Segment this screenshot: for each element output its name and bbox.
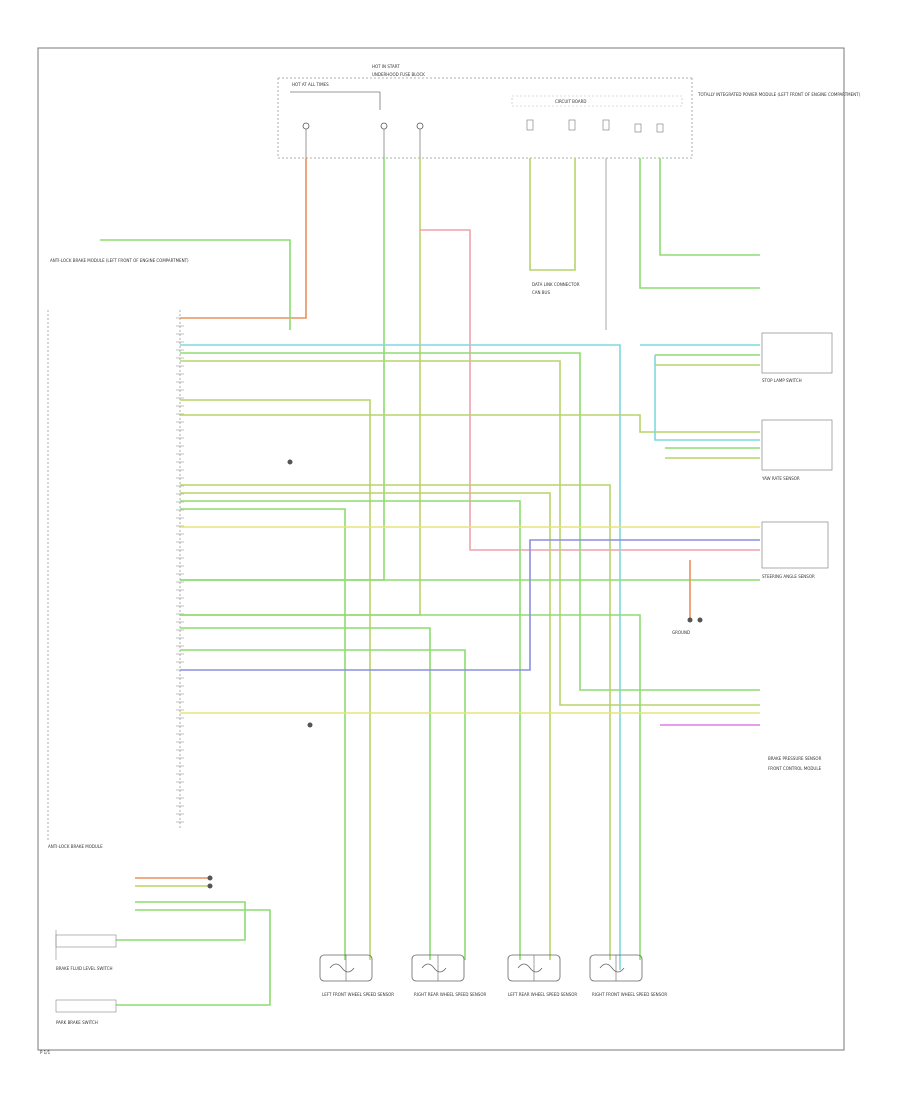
board-pin-3 bbox=[602, 119, 610, 131]
power-module: HOT AT ALL TIMES HOT IN START UNDERHOOD … bbox=[277, 64, 861, 159]
park-brake-switch-label: PARK BRAKE SWITCH bbox=[56, 1020, 98, 1025]
data-link-label: DATA LINK CONNECTOR bbox=[532, 282, 580, 287]
abs-module-bottom-label: ANTI-LOCK BRAKE MODULE bbox=[48, 844, 103, 849]
wheel-speed-sensor-icon bbox=[319, 954, 373, 982]
wheel-sensor-lr: LEFT REAR WHEEL SPEED SENSOR bbox=[507, 954, 577, 997]
lf-wss-label: LEFT FRONT WHEEL SPEED SENSOR bbox=[322, 992, 394, 997]
wire-board-5 bbox=[659, 158, 760, 256]
brake-fluid-level-label: BRAKE FLUID LEVEL SWITCH bbox=[56, 966, 113, 971]
rr-wss-label: RIGHT REAR WHEEL SPEED SENSOR bbox=[414, 992, 486, 997]
abs-module-label: ANTI-LOCK BRAKE MODULE (LEFT FRONT OF EN… bbox=[50, 258, 189, 263]
wire-stop-lamp-3 bbox=[180, 360, 760, 706]
wheel-speed-sensor-icon bbox=[507, 954, 561, 982]
board-pin-2 bbox=[568, 119, 576, 131]
yaw-sensor-box: YAW RATE SENSOR bbox=[761, 419, 833, 481]
wheel-sensor-lf: LEFT FRONT WHEEL SPEED SENSOR bbox=[319, 954, 394, 997]
ground-symbol: GROUND bbox=[672, 617, 693, 635]
wire-can-loop bbox=[529, 158, 576, 271]
wire-pink-steering bbox=[420, 229, 760, 551]
ground-label: GROUND bbox=[672, 630, 690, 635]
wheel-sensor-rf: RIGHT FRONT WHEEL SPEED SENSOR bbox=[589, 954, 667, 997]
ipm-label: TOTALLY INTEGRATED POWER MODULE (LEFT FR… bbox=[697, 92, 861, 97]
wire-lf-low bbox=[180, 508, 346, 960]
wire-lr-low bbox=[180, 500, 521, 960]
wire-lr-high bbox=[180, 492, 551, 960]
ground-icon bbox=[687, 617, 693, 623]
board-pin-5 bbox=[656, 123, 664, 133]
steering-angle-sensor-box: STEERING ANGLE SENSOR bbox=[761, 521, 829, 579]
footer-code: P 1/1 bbox=[40, 1050, 51, 1055]
wheel-speed-sensor-icon bbox=[589, 954, 643, 982]
connector-dot-icon bbox=[207, 875, 213, 881]
wire-rr-low bbox=[180, 649, 466, 960]
wire-yaw-2 bbox=[654, 355, 760, 441]
fuse-1 bbox=[302, 122, 310, 158]
wire-board-4 bbox=[639, 158, 760, 289]
brake-pressure-label: BRAKE PRESSURE SENSOR bbox=[768, 756, 822, 761]
fuse-2 bbox=[380, 122, 388, 158]
brake-pressure-label-group: BRAKE PRESSURE SENSOR FRONT CONTROL MODU… bbox=[768, 756, 822, 771]
circuit-board-label: CIRCUIT BOARD bbox=[555, 99, 587, 104]
abs-module-box: ANTI-LOCK BRAKE MODULE (LEFT FRONT OF EN… bbox=[47, 258, 189, 849]
board-pin-1 bbox=[526, 119, 534, 131]
wire-b-plus bbox=[180, 158, 307, 319]
stop-lamp-switch-label: STOP LAMP SWITCH bbox=[762, 378, 802, 383]
wire-pb-3 bbox=[116, 901, 246, 941]
yaw-sensor-label: YAW RATE SENSOR bbox=[761, 476, 800, 481]
park-brake-area: PARK BRAKE SWITCH BRAKE FLUID LEVEL SWIT… bbox=[55, 930, 117, 1025]
wires bbox=[100, 158, 760, 1006]
wire-can-c-minus bbox=[180, 539, 760, 671]
connector-dot-icon bbox=[287, 459, 293, 465]
wire-fuse2 bbox=[180, 158, 385, 581]
rf-wss-label: RIGHT FRONT WHEEL SPEED SENSOR bbox=[592, 992, 667, 997]
wheel-speed-sensor-icon bbox=[411, 954, 465, 982]
board-pin-4 bbox=[634, 123, 642, 133]
wire-pb-4 bbox=[116, 909, 271, 1006]
can-bus-label: CAN BUS bbox=[532, 290, 550, 295]
data-link-connector: DATA LINK CONNECTOR CAN BUS bbox=[532, 282, 580, 295]
wire-rf-low bbox=[180, 484, 611, 960]
hot-in-start-label: HOT IN START bbox=[372, 64, 400, 69]
wire-stop-lamp-2 bbox=[180, 352, 760, 691]
wire-rf-high bbox=[180, 614, 641, 960]
connector-dot-icon bbox=[307, 722, 313, 728]
wire-yaw-1 bbox=[180, 414, 760, 433]
steering-angle-sensor-label: STEERING ANGLE SENSOR bbox=[762, 574, 815, 579]
connector-dot-icon bbox=[697, 617, 703, 623]
wire-stop-lamp-1 bbox=[180, 344, 621, 970]
diagram-frame bbox=[37, 47, 845, 1051]
fuse-block-label: UNDERHOOD FUSE BLOCK bbox=[372, 72, 425, 77]
wire-lf-high bbox=[180, 399, 371, 960]
front-control-label: FRONT CONTROL MODULE bbox=[768, 766, 822, 771]
wire-park-brake-top bbox=[100, 239, 291, 330]
fuse-3 bbox=[416, 122, 424, 158]
hot-at-all-times-label: HOT AT ALL TIMES bbox=[292, 82, 329, 87]
wheel-sensor-rr: RIGHT REAR WHEEL SPEED SENSOR bbox=[411, 954, 486, 997]
abs-pin-ticks bbox=[176, 317, 184, 823]
stop-lamp-switch-box: STOP LAMP SWITCH bbox=[761, 332, 833, 383]
wire-rr-high bbox=[180, 627, 431, 960]
connector-dot-icon bbox=[207, 883, 213, 889]
lr-wss-label: LEFT REAR WHEEL SPEED SENSOR bbox=[508, 992, 577, 997]
